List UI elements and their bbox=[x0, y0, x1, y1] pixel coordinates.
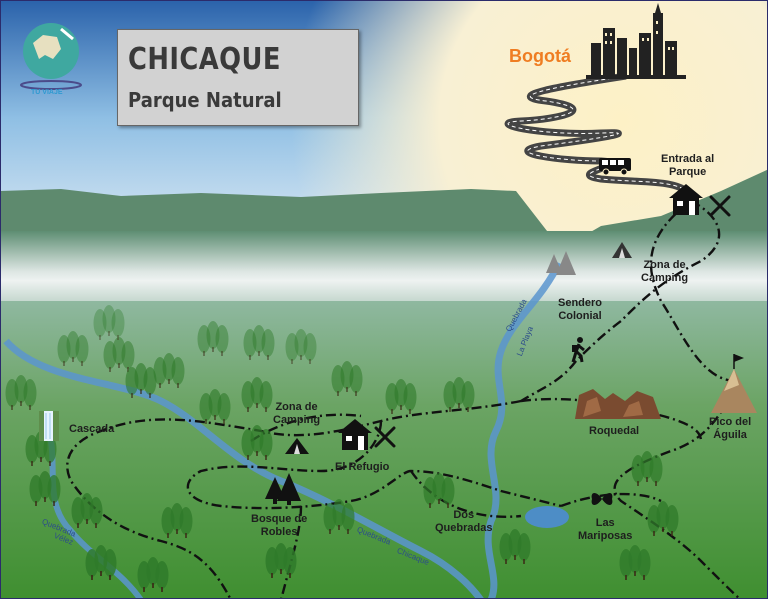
hiker-icon bbox=[571, 337, 585, 363]
tree-cluster bbox=[57, 331, 89, 366]
pine-trees-icon bbox=[546, 251, 576, 275]
label-mariposas: Las Mariposas bbox=[578, 517, 633, 542]
bus-icon bbox=[599, 158, 631, 176]
tree-cluster bbox=[443, 377, 475, 412]
city-label: Bogotá bbox=[509, 46, 571, 66]
rocks-icon bbox=[575, 389, 661, 419]
tree-cluster bbox=[331, 361, 363, 396]
tree-cluster bbox=[243, 325, 275, 360]
tree-cluster bbox=[25, 431, 57, 466]
tent-icon bbox=[285, 438, 309, 454]
tree-cluster bbox=[323, 499, 355, 534]
tree-cluster bbox=[199, 389, 231, 424]
tree-cluster bbox=[423, 473, 455, 508]
tree-cluster bbox=[499, 529, 531, 564]
label-zona-camping-left: Zona de Camping bbox=[273, 401, 321, 426]
label-cascada: Cascada bbox=[69, 423, 115, 435]
tree-cluster bbox=[385, 379, 417, 414]
tent-icon bbox=[612, 242, 632, 258]
tree-cluster bbox=[265, 543, 297, 578]
tree-cluster bbox=[103, 337, 135, 372]
label-pico: Pico del Águila bbox=[709, 416, 752, 441]
trail-mariposas bbox=[560, 492, 662, 508]
tree-cluster bbox=[93, 305, 125, 340]
tree-cluster bbox=[137, 557, 169, 592]
river-la-playa bbox=[484, 261, 563, 598]
trail-inner bbox=[250, 413, 362, 442]
trail-west bbox=[66, 399, 522, 598]
restaurant-icon bbox=[709, 195, 731, 217]
label-roquedal: Roquedal bbox=[589, 425, 640, 437]
tree-cluster bbox=[5, 375, 37, 410]
trail-south bbox=[280, 505, 303, 598]
tree-cluster bbox=[29, 471, 61, 506]
title-box: CHICAQUE Parque Natural bbox=[117, 29, 359, 126]
tree-cluster bbox=[125, 363, 157, 398]
restaurant-icon bbox=[374, 426, 396, 448]
tree-cluster bbox=[631, 451, 663, 486]
label-dos-quebradas: Dos Quebradas bbox=[435, 509, 493, 534]
tree-cluster bbox=[241, 425, 273, 460]
tree-cluster bbox=[647, 501, 679, 536]
label-el-refugio: El Refugio bbox=[335, 461, 390, 473]
tree-cluster bbox=[71, 493, 103, 528]
cabin-icon bbox=[338, 419, 372, 450]
tree-cluster bbox=[241, 377, 273, 412]
butterfly-icon bbox=[591, 492, 613, 506]
logo-text: TU VIAJE bbox=[31, 89, 63, 96]
label-entrada: Entrada al Parque bbox=[661, 153, 715, 178]
title-main: CHICAQUE bbox=[128, 42, 281, 77]
trail-quebradas bbox=[410, 470, 522, 518]
river-chicaque bbox=[3, 338, 484, 598]
cabin-icon bbox=[669, 184, 703, 215]
tree-cluster bbox=[619, 545, 651, 580]
tree-cluster bbox=[153, 353, 185, 388]
label-zona-camping-top: Zona de Camping bbox=[641, 259, 689, 284]
pond bbox=[525, 506, 569, 528]
mountain-peak-icon bbox=[711, 354, 757, 413]
tree-cluster bbox=[197, 321, 229, 356]
tree-cluster bbox=[285, 329, 317, 364]
globe-logo-icon bbox=[20, 23, 82, 90]
city-skyline-icon bbox=[586, 3, 686, 79]
title-sub: Parque Natural bbox=[128, 88, 282, 112]
waterfall-icon bbox=[39, 411, 59, 441]
pine-trees-icon bbox=[265, 473, 301, 505]
label-bosque: Bosque de Robles bbox=[251, 513, 308, 538]
tree-cluster bbox=[161, 503, 193, 538]
label-sendero-colonial: Sendero Colonial bbox=[558, 297, 603, 322]
tree-cluster bbox=[85, 545, 117, 580]
